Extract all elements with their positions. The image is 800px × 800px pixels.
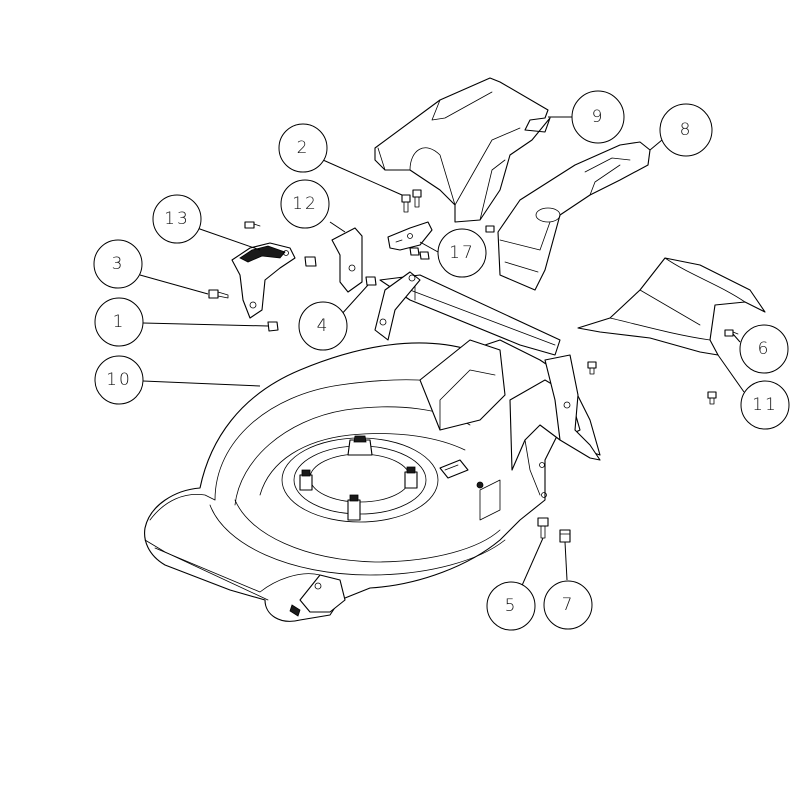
leader-6 [732,333,741,343]
leader-10 [142,380,261,387]
callout-1: 1 [94,297,144,347]
callout-label: 13 [164,209,190,229]
callout-13: 13 [152,194,202,244]
leader-4 [339,284,369,317]
callout-11: 11 [740,380,790,430]
leader-7 [564,541,568,581]
leader-8 [649,139,663,151]
leader-17 [419,241,439,253]
fasteners [208,189,739,543]
callout-10: 10 [94,355,144,405]
callout-label: 11 [752,395,778,415]
callout-label: 7 [562,595,575,615]
leader-2 [322,159,403,196]
callout-7: 7 [543,580,593,630]
callout-label: 10 [106,370,132,390]
callout-4: 4 [298,301,348,351]
callout-label: 1 [113,312,126,332]
callout-label: 5 [505,596,518,616]
part-height-adjuster [231,242,296,319]
callout-2: 2 [278,123,328,173]
part-small-plate [331,227,363,293]
leader-12 [329,221,346,233]
leader-3 [139,274,209,295]
leader-1 [142,322,269,327]
part-side-flap [577,257,766,356]
callout-8: 8 [659,103,713,157]
callout-17: 17 [437,228,487,278]
callout-label: 2 [297,138,310,158]
callout-label: 3 [112,254,125,274]
leader-lines [139,116,745,591]
callout-12: 12 [280,179,330,229]
part-mower-deck [144,271,601,622]
callout-label: 9 [592,107,605,127]
callout-3: 3 [93,239,143,289]
leader-11 [717,354,745,393]
part-rear-cover [374,77,551,223]
leader-5 [519,537,544,591]
callout-6: 6 [739,324,789,374]
callout-label: 12 [292,194,318,214]
leader-13 [196,227,261,251]
callout-label: 4 [317,316,330,336]
part-discharge-chute [497,141,651,291]
part-latch-bracket [387,221,433,251]
callout-label: 6 [758,339,771,359]
callout-9: 9 [571,90,625,144]
callout-5: 5 [486,581,536,631]
callout-label: 8 [680,120,693,140]
callout-label: 17 [449,243,475,263]
